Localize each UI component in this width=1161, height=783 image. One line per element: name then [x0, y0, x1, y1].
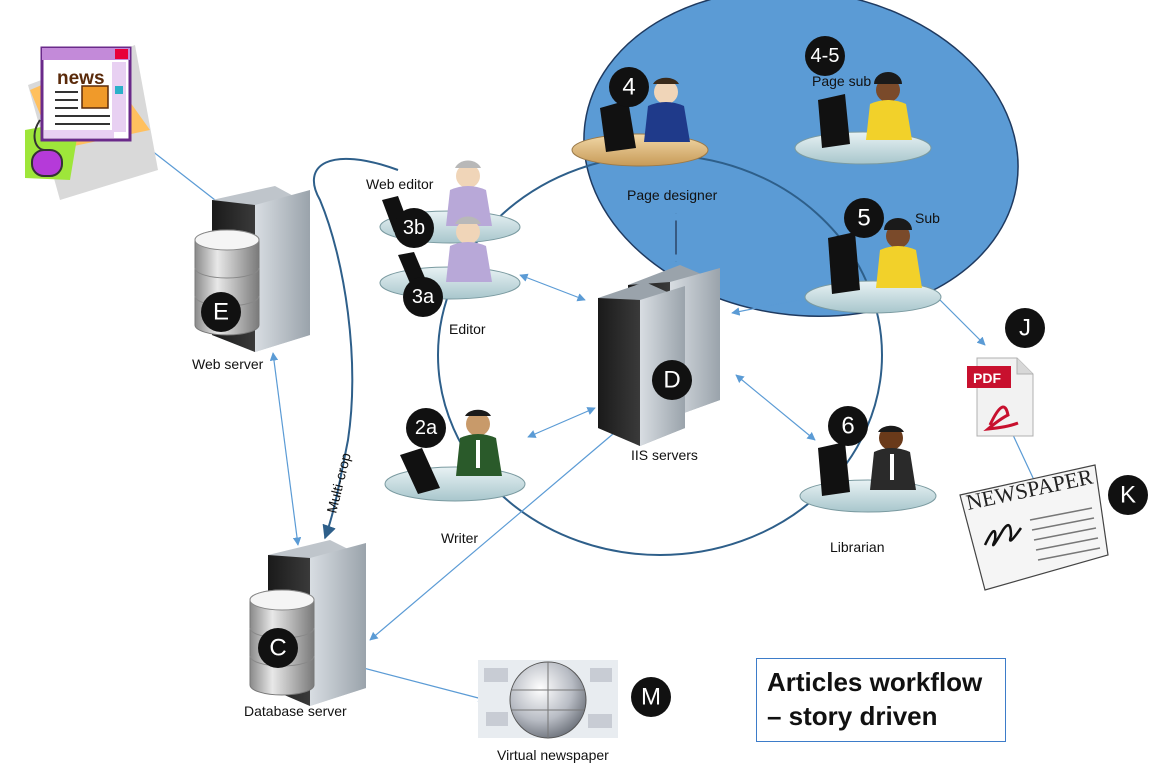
label-iis-servers: IIS servers — [631, 447, 698, 463]
writer-workstation — [384, 409, 526, 502]
svg-text:2a: 2a — [415, 417, 438, 439]
badge-k: K — [1108, 475, 1148, 515]
title-line-2: – story driven — [767, 701, 938, 731]
pdf-text: PDF — [973, 370, 1001, 386]
label-editor: Editor — [449, 321, 486, 337]
badge-3b: 3b — [394, 208, 434, 248]
label-page-designer: Page designer — [627, 187, 718, 203]
svg-text:4-5: 4-5 — [811, 45, 840, 67]
badge-3a: 3a — [403, 277, 443, 317]
label-web-editor: Web editor — [366, 176, 434, 192]
svg-text:6: 6 — [841, 413, 854, 440]
badge-c: C — [258, 628, 298, 668]
badge-m: M — [631, 677, 671, 717]
svg-text:3b: 3b — [403, 217, 425, 239]
label-page-sub: Page sub — [812, 73, 871, 89]
label-multi-crop: Multi-crop — [323, 451, 353, 515]
badge-j: J — [1005, 308, 1045, 348]
svg-text:D: D — [663, 367, 680, 394]
label-virtual-newspaper: Virtual newspaper — [497, 747, 609, 763]
librarian-workstation — [799, 425, 937, 513]
virtual-newspaper-icon — [478, 660, 618, 739]
label-database-server: Database server — [244, 703, 347, 719]
badge-2a: 2a — [406, 408, 446, 448]
title-box: Articles workflow – story driven — [756, 658, 1006, 742]
svg-text:J: J — [1019, 315, 1031, 342]
svg-text:E: E — [213, 299, 229, 326]
badge-d: D — [652, 360, 692, 400]
label-web-server: Web server — [192, 356, 264, 372]
page-sub-workstation — [794, 72, 932, 165]
label-writer: Writer — [441, 530, 478, 546]
iis-servers-icon — [598, 265, 720, 446]
svg-text:M: M — [641, 684, 661, 711]
multi-crop-arrow — [312, 157, 399, 540]
news-web-icon: news — [25, 45, 158, 200]
database-server-icon — [249, 540, 366, 706]
svg-text:5: 5 — [857, 205, 870, 232]
badge-6: 6 — [828, 406, 868, 446]
badge-4: 4 — [609, 67, 649, 107]
news-word: news — [57, 68, 105, 89]
connection-arrows — [137, 139, 1049, 703]
label-sub: Sub — [915, 210, 940, 226]
page-designer-workstation — [571, 77, 709, 167]
svg-text:K: K — [1120, 482, 1136, 509]
newspaper-icon: NEWSPAPER — [959, 464, 1109, 591]
pdf-icon: PDF — [967, 357, 1034, 437]
label-librarian: Librarian — [830, 539, 884, 555]
svg-text:3a: 3a — [412, 286, 435, 308]
sub-workstation — [804, 218, 942, 314]
badge-4-5: 4-5 — [805, 36, 845, 76]
title-line-1: Articles workflow — [767, 667, 983, 697]
badge-e: E — [201, 292, 241, 332]
svg-text:C: C — [269, 635, 286, 662]
svg-text:4: 4 — [622, 74, 635, 101]
badge-5: 5 — [844, 198, 884, 238]
